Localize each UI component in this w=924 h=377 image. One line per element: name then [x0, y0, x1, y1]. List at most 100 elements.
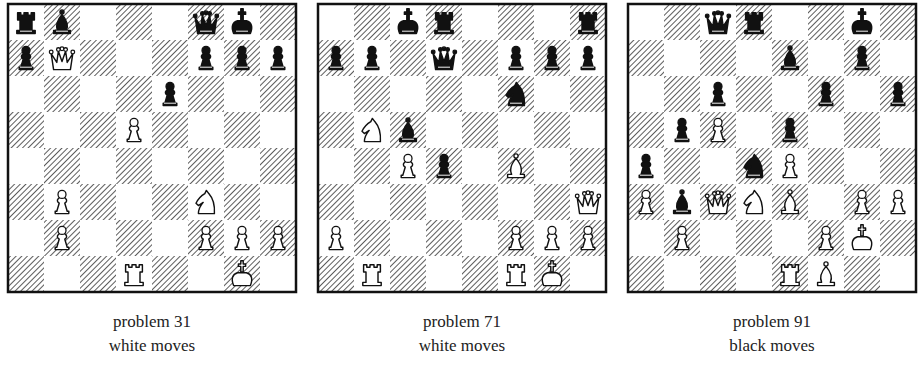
board-square	[628, 148, 664, 184]
board-square	[880, 112, 916, 148]
chess-piece	[192, 223, 220, 252]
board-square	[260, 184, 296, 220]
board-square	[80, 112, 116, 148]
board-square	[426, 40, 462, 76]
board-frame	[628, 4, 916, 292]
chess-piece	[812, 79, 840, 108]
chess-piece	[502, 151, 530, 180]
board-square	[736, 220, 772, 256]
board-square	[462, 184, 498, 220]
board-square	[664, 256, 700, 292]
chess-piece	[776, 115, 804, 144]
board-square	[700, 148, 736, 184]
board-square	[664, 220, 700, 256]
chess-piece	[192, 187, 220, 216]
board-square	[462, 220, 498, 256]
board-square	[736, 76, 772, 112]
board-square	[116, 112, 152, 148]
chess-piece	[812, 259, 840, 288]
board-square	[808, 4, 844, 40]
board-square	[8, 220, 44, 256]
board-square	[570, 184, 606, 220]
board-square	[390, 220, 426, 256]
board-square	[844, 76, 880, 112]
board-square	[570, 112, 606, 148]
board-square	[354, 112, 390, 148]
caption-text: white moves	[109, 336, 195, 356]
board-square	[116, 256, 152, 292]
board-square	[188, 220, 224, 256]
board-square	[8, 256, 44, 292]
board-square	[224, 112, 260, 148]
board-square	[260, 220, 296, 256]
board-square	[844, 4, 880, 40]
board-square	[700, 4, 736, 40]
board-square	[628, 220, 664, 256]
board-square	[80, 40, 116, 76]
board-square	[808, 148, 844, 184]
board-square	[808, 40, 844, 76]
board-square	[116, 184, 152, 220]
board-square	[152, 148, 188, 184]
chess-piece	[394, 151, 422, 180]
board-square	[8, 148, 44, 184]
chess-piece	[156, 79, 184, 108]
board-square	[534, 112, 570, 148]
board-square	[152, 256, 188, 292]
chess-piece	[574, 7, 602, 36]
board-square	[188, 256, 224, 292]
board-square	[224, 40, 260, 76]
board-square	[44, 184, 80, 220]
chess-piece	[574, 187, 602, 216]
chess-piece	[538, 259, 566, 288]
board-square	[390, 40, 426, 76]
board-square	[354, 40, 390, 76]
board-square	[260, 40, 296, 76]
board-square	[880, 40, 916, 76]
board-square	[462, 256, 498, 292]
board-square	[390, 256, 426, 292]
board-square	[188, 40, 224, 76]
board-square	[80, 184, 116, 220]
board-square	[462, 112, 498, 148]
board-square	[534, 76, 570, 112]
board-square	[426, 76, 462, 112]
chess-piece	[48, 43, 76, 72]
board-square	[880, 184, 916, 220]
board-square	[116, 220, 152, 256]
board-square	[260, 4, 296, 40]
board-square	[628, 40, 664, 76]
board-square	[498, 4, 534, 40]
chess-piece	[228, 223, 256, 252]
chess-piece	[358, 115, 386, 144]
chess-piece	[228, 43, 256, 72]
chess-piece	[120, 259, 148, 288]
board-square	[844, 220, 880, 256]
board-square	[116, 4, 152, 40]
chess-piece	[192, 7, 220, 36]
board-square	[664, 76, 700, 112]
board-square	[44, 220, 80, 256]
board-square	[736, 148, 772, 184]
board-square	[534, 40, 570, 76]
board-square	[260, 256, 296, 292]
board-square	[808, 184, 844, 220]
board-square	[318, 184, 354, 220]
board-square	[498, 256, 534, 292]
board-square	[570, 256, 606, 292]
board-square	[700, 112, 736, 148]
board-square	[224, 76, 260, 112]
chess-piece	[48, 187, 76, 216]
board-square	[44, 256, 80, 292]
chess-piece	[394, 7, 422, 36]
caption-text: white moves	[419, 336, 505, 356]
chess-piece	[704, 7, 732, 36]
board-square	[390, 112, 426, 148]
board-square	[426, 148, 462, 184]
board-square	[772, 148, 808, 184]
chess-piece	[430, 151, 458, 180]
board-square	[224, 148, 260, 184]
board-square	[462, 76, 498, 112]
chess-piece	[848, 43, 876, 72]
board-square	[462, 4, 498, 40]
